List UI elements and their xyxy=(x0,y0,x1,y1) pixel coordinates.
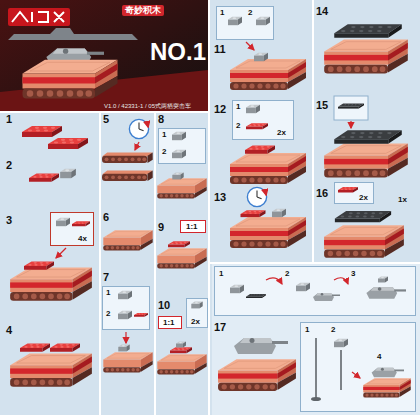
substep-number: 2 xyxy=(106,310,110,318)
callout-box: 12 xyxy=(158,128,206,164)
step-number: 15 xyxy=(316,100,328,111)
substep-number: 1 xyxy=(162,131,166,139)
callout-box: 2x xyxy=(186,298,208,328)
substep-number: 3 xyxy=(351,270,355,278)
ratio-box: 1:1 xyxy=(180,220,206,233)
step-number: 6 xyxy=(103,212,109,223)
substep-number: 2 xyxy=(331,326,335,334)
step-number: 17 xyxy=(214,322,226,333)
step-number: 13 xyxy=(214,192,226,203)
substep-number: 1 xyxy=(236,103,240,111)
substep-number: 1:1 xyxy=(163,319,175,327)
step-number: 1x xyxy=(398,196,407,204)
substep-number: 1:1 xyxy=(186,223,198,231)
substep-number: 2 xyxy=(236,122,240,130)
substep-number: 2x xyxy=(191,318,200,326)
step-number: 14 xyxy=(316,6,328,17)
step-number: 8 xyxy=(158,114,164,125)
step-number: 7 xyxy=(103,272,109,283)
step-number: 12 xyxy=(214,104,226,115)
step-number: 9 xyxy=(158,222,164,233)
substep-number: 1 xyxy=(220,9,224,17)
step-number: 3 xyxy=(6,215,12,226)
substep-number: 4 xyxy=(377,353,381,361)
callout-box: 2x xyxy=(334,182,374,204)
brand-name: 奇妙积木 xyxy=(122,5,164,16)
step-number: 2 xyxy=(6,160,12,171)
step-number: 5 xyxy=(103,114,109,125)
callout-box: 4x xyxy=(50,212,94,246)
callout-box: 12 xyxy=(102,286,150,330)
callout-box: 1 2 2x xyxy=(232,100,294,140)
callout-box: 12 xyxy=(216,6,274,40)
substep-number: 1 xyxy=(219,270,223,278)
substep-panel: 1 2 3 xyxy=(214,266,416,316)
callout-box: 1 2 4 xyxy=(300,322,416,412)
substep-number: 4x xyxy=(78,235,87,243)
version-text: V1.0 / 42331-1 / 05式两栖突击车 xyxy=(104,103,191,109)
substep-number: 2 xyxy=(248,9,252,17)
substep-number: 1 xyxy=(305,326,309,334)
step-number: 10 xyxy=(158,300,170,311)
cover-panel: 奇妙积木 NO.1V1.0 / 42331-1 / 05式两栖突击车 xyxy=(0,0,208,112)
set-number: NO.1 xyxy=(150,40,206,64)
ratio-box: 1:1 xyxy=(158,316,182,329)
substep-number: 2x xyxy=(359,194,368,202)
step-number: 4 xyxy=(6,325,12,336)
substep-number: 2x xyxy=(277,129,286,137)
step-number: 11 xyxy=(214,44,226,55)
substep-number: 2 xyxy=(285,270,289,278)
step-number: 1 xyxy=(6,114,12,125)
substep-number: 2 xyxy=(162,148,166,156)
substep-number: 1 xyxy=(106,289,110,297)
step-number: 16 xyxy=(316,188,328,199)
